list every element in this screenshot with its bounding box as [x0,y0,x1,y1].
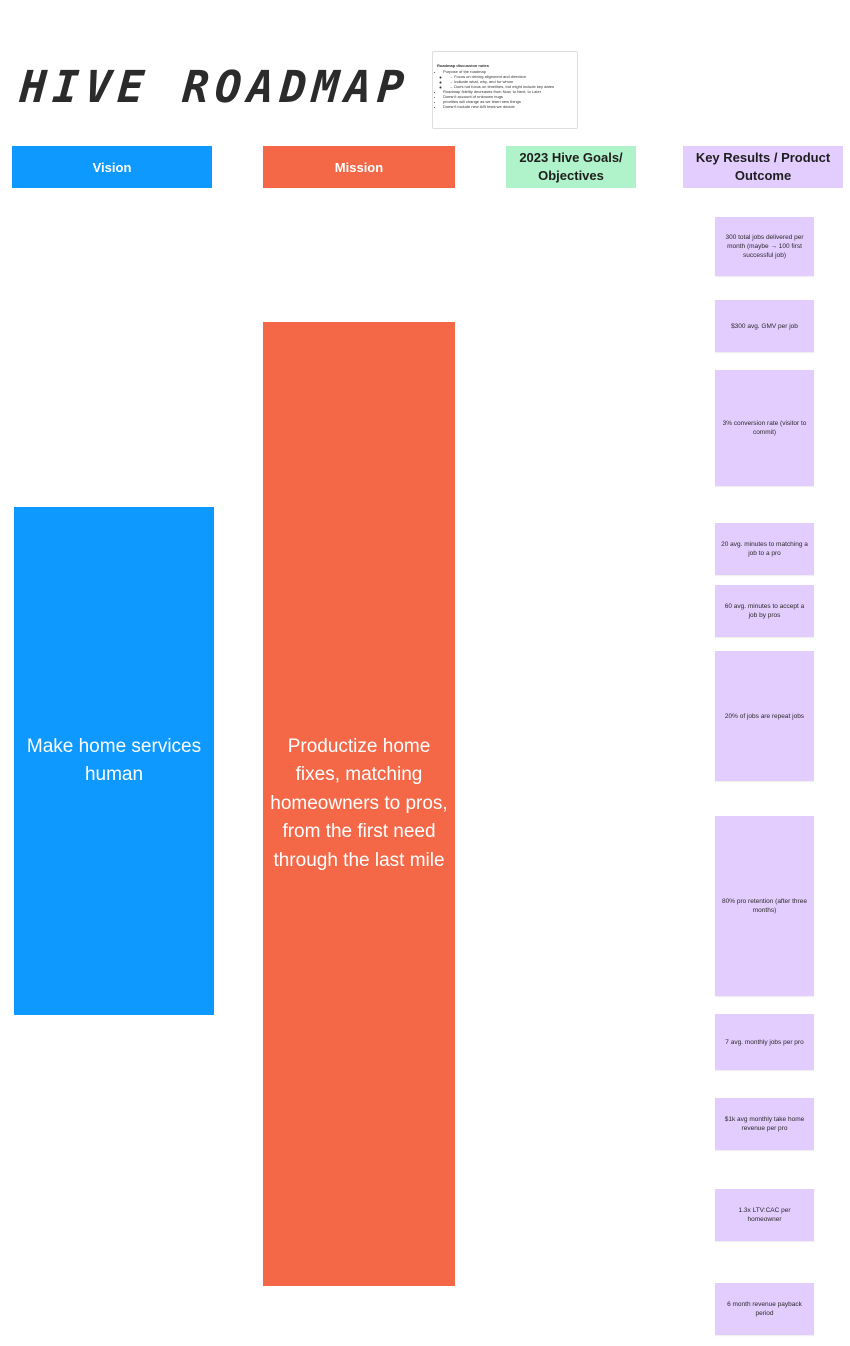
notes-subitem: → Indicate what, why, and for whom [449,79,573,84]
notes-subitem: → Does not focus on timelines, but might… [449,84,573,89]
key-result-text: 1.3x LTV:CAC per homeowner [738,1207,791,1223]
key-result-sticky[interactable]: 60 avg. minutes to accept a job by pros [715,585,814,637]
notes-item: Roadmap fidelity decreases from Now, to … [443,89,573,94]
key-result-sticky[interactable]: 3% conversion rate (visitor to commit) [715,370,814,486]
key-result-sticky[interactable]: $1k avg monthly take home revenue per pr… [715,1098,814,1150]
vision-header-label: Vision [92,159,132,175]
mission-header[interactable]: Mission [263,146,455,188]
goals-header[interactable]: 2023 Hive Goals/ Objectives [506,146,636,188]
notes-item: Doesn't include new A/B tests we decide [443,104,573,109]
mission-text: Productize home fixes, matching homeowne… [270,735,448,871]
notes-list: Purpose of the roadmap → Focus on drivin… [437,69,573,109]
key-result-sticky[interactable]: 6 month revenue payback period [715,1283,814,1335]
key-result-text: 20 avg. minutes to matching a job to a p… [721,541,808,557]
notes-subitem: → Focus on driving alignment and directi… [449,74,573,79]
key-results-header-label: Key Results / Product Outcome [695,150,831,183]
key-result-text: 3% conversion rate (visitor to commit) [722,420,807,436]
key-result-sticky[interactable]: 20 avg. minutes to matching a job to a p… [715,523,814,575]
notes-heading: Roadmap discussion notes [437,63,490,68]
mission-sticky[interactable]: Productize home fixes, matching homeowne… [263,322,455,1286]
key-result-text: 60 avg. minutes to accept a job by pros [724,603,805,619]
key-result-text: $1k avg monthly take home revenue per pr… [724,1116,805,1132]
vision-text: Make home services human [26,736,202,785]
key-result-text: 7 avg. monthly jobs per pro [725,1038,804,1046]
page-title: HIVE ROADMAP [18,62,412,113]
key-result-sticky[interactable]: 80% pro retention (after three months) [715,816,814,996]
key-results-header[interactable]: Key Results / Product Outcome [683,146,843,188]
notes-item: Doesn't account of unknown bugs [443,94,573,99]
notes-item: priorities will change as we learn new t… [443,99,573,104]
key-result-text: 6 month revenue payback period [727,1301,802,1317]
vision-sticky[interactable]: Make home services human [14,507,214,1015]
key-result-sticky[interactable]: $300 avg. GMV per job [715,300,814,352]
key-result-text: 300 total jobs delivered per month (mayb… [725,234,804,259]
key-result-sticky[interactable]: 20% of jobs are repeat jobs [715,651,814,781]
roadmap-notes-card[interactable]: Roadmap discussion notes Purpose of the … [432,51,578,129]
key-result-text: 20% of jobs are repeat jobs [724,712,805,720]
mission-header-label: Mission [334,159,384,175]
key-result-sticky[interactable]: 7 avg. monthly jobs per pro [715,1014,814,1070]
key-result-text: 80% pro retention (after three months) [722,898,807,914]
key-result-sticky[interactable]: 1.3x LTV:CAC per homeowner [715,1189,814,1241]
key-result-sticky[interactable]: 300 total jobs delivered per month (mayb… [715,217,814,276]
vision-header[interactable]: Vision [12,146,212,188]
key-result-text: $300 avg. GMV per job [731,322,798,330]
notes-item: Purpose of the roadmap [443,69,573,74]
goals-header-label: 2023 Hive Goals/ Objectives [519,150,623,183]
